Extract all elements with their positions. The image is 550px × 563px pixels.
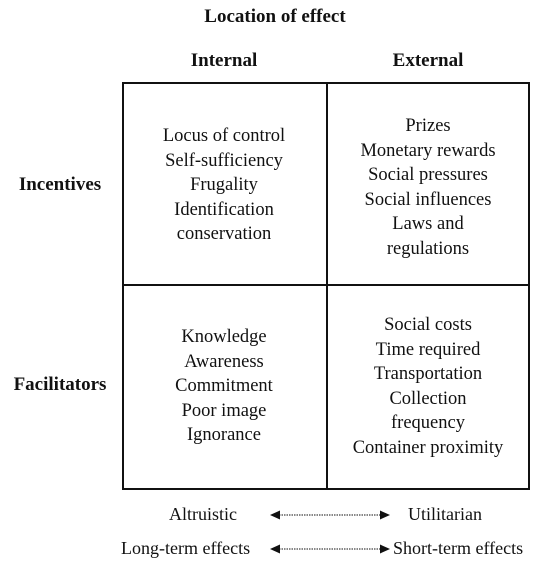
cell-item: Frugality bbox=[190, 175, 258, 195]
cell-item: Prizes bbox=[405, 116, 451, 136]
cell-item: Social pressures bbox=[368, 165, 488, 185]
cell-item: Commitment bbox=[175, 376, 273, 396]
cell-item: Awareness bbox=[184, 351, 264, 372]
label-short-term-effects: Short-term effects bbox=[393, 538, 524, 558]
cell-item: Time required bbox=[375, 339, 481, 360]
cell-item: Laws and bbox=[392, 214, 464, 234]
row-header-facilitators: Facilitators bbox=[13, 374, 107, 395]
label-altruistic: Altruistic bbox=[169, 504, 237, 524]
cell-item: Social costs bbox=[384, 315, 472, 335]
matrix-horizontal-divider bbox=[122, 284, 530, 286]
label-utilitarian: Utilitarian bbox=[408, 504, 482, 524]
cell-item: Self-sufficiency bbox=[165, 150, 283, 171]
cell-item: regulations bbox=[386, 238, 470, 259]
cell-item: Locus of control bbox=[162, 126, 286, 146]
cell-facilitators-internal: Knowledge Awareness Commitment Poor imag… bbox=[122, 325, 326, 448]
row-header-incentives: Incentives bbox=[18, 174, 102, 195]
cell-item: Monetary rewards bbox=[360, 140, 496, 161]
column-header-internal: Internal bbox=[190, 50, 258, 71]
cell-item: conservation bbox=[176, 224, 272, 244]
cell-item: Ignorance bbox=[187, 425, 261, 445]
double-arrow-icon bbox=[270, 510, 390, 520]
cell-item: Knowledge bbox=[181, 327, 267, 347]
cell-item: frequency bbox=[391, 413, 465, 433]
cell-item: Identification bbox=[174, 199, 274, 220]
cell-item: Collection bbox=[389, 388, 467, 409]
cell-item: Transportation bbox=[373, 364, 483, 384]
column-header-external: External bbox=[392, 50, 464, 71]
matrix-vertical-divider bbox=[326, 82, 328, 490]
cell-item: Social influences bbox=[364, 189, 492, 210]
cell-incentives-external: Prizes Monetary rewards Social pressures… bbox=[326, 114, 530, 261]
cell-incentives-internal: Locus of control Self-sufficiency Frugal… bbox=[122, 124, 326, 247]
double-arrow-icon bbox=[270, 544, 390, 554]
cell-item: Container proximity bbox=[352, 437, 504, 458]
diagram-title: Location of effect bbox=[204, 6, 346, 27]
cell-item: Poor image bbox=[181, 400, 267, 421]
label-long-term-effects: Long-term effects bbox=[121, 538, 251, 558]
cell-facilitators-external: Social costs Time required Transportatio… bbox=[326, 313, 530, 460]
